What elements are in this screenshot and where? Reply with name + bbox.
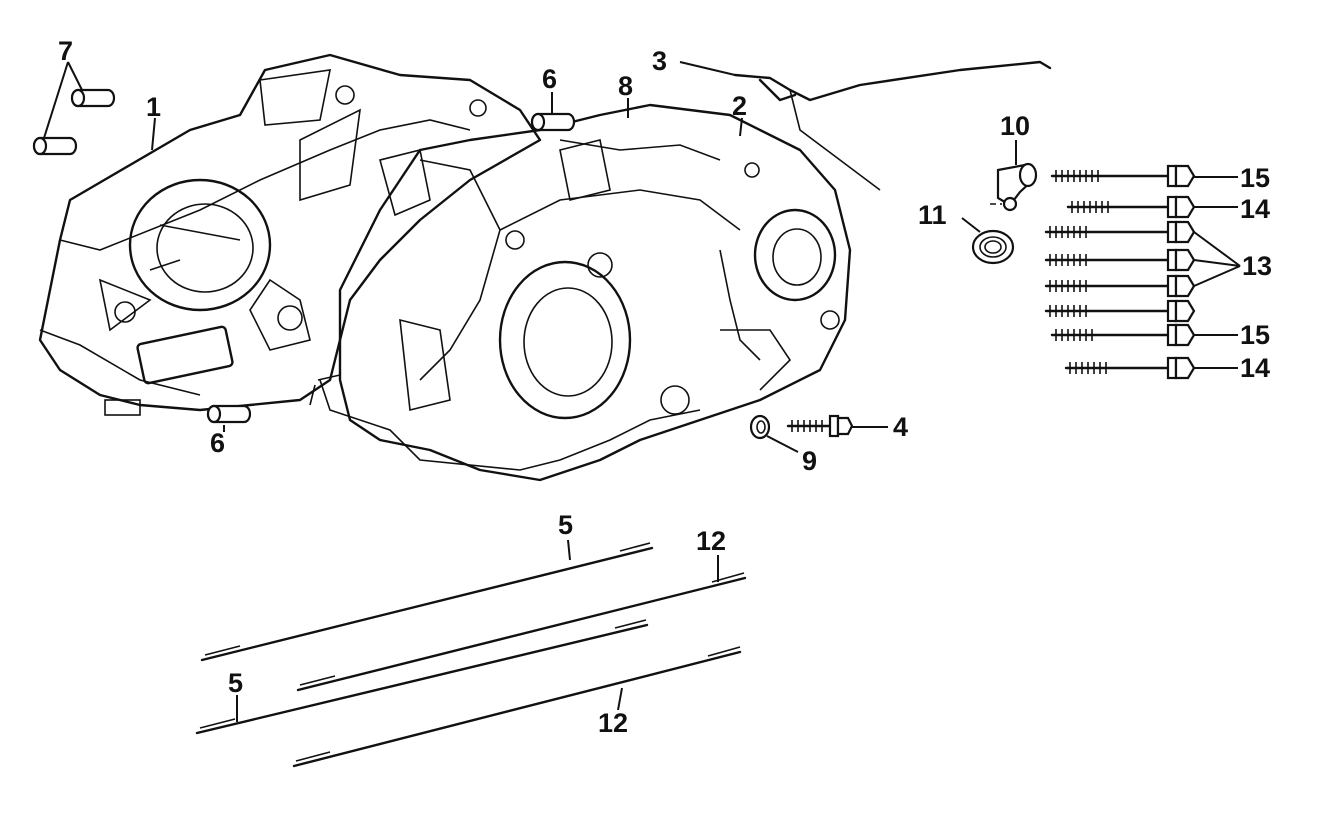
callout-8: 8 <box>618 71 633 101</box>
stud-12a <box>296 572 747 692</box>
dowel-pin-6a <box>530 112 576 132</box>
drain-bolt-4 <box>786 414 854 438</box>
dowel-pin-6b <box>206 404 252 424</box>
leader-lines <box>43 61 1241 722</box>
callout-13: 13 <box>1242 251 1272 281</box>
callout-1: 1 <box>146 92 161 122</box>
stud-bolts <box>195 542 747 768</box>
bolt-13c <box>1044 274 1196 298</box>
breather-tube <box>733 60 1052 191</box>
bolt-13a <box>1044 220 1196 244</box>
callout-12-top: 12 <box>696 526 726 556</box>
crankcase-left-half <box>38 53 542 416</box>
bolt-14a <box>1066 195 1196 219</box>
callout-2: 2 <box>732 91 747 121</box>
stud-5a <box>200 542 654 662</box>
crankcase-gasket <box>309 249 761 471</box>
callout-6-bottom: 6 <box>210 428 225 458</box>
dowel-pins <box>32 88 576 424</box>
callout-15-bottom: 15 <box>1240 320 1270 350</box>
callout-5-top: 5 <box>558 510 573 540</box>
callout-4: 4 <box>893 412 908 442</box>
callout-14-bottom: 14 <box>1240 353 1270 383</box>
dowel-pin-7a <box>70 88 116 108</box>
bolt-15b <box>1050 323 1196 347</box>
clamp-10 <box>996 162 1038 212</box>
washer-9 <box>749 414 771 440</box>
oil-seal-11 <box>971 229 1015 265</box>
callout-12-bottom: 12 <box>598 708 628 738</box>
callout-labels: 7 1 6 8 3 2 6 4 9 10 11 15 14 13 15 14 5… <box>58 36 1272 738</box>
callout-11: 11 <box>918 200 947 230</box>
callout-6-top: 6 <box>542 64 557 94</box>
stud-5b <box>195 619 649 735</box>
bolt-14b <box>1064 356 1196 380</box>
bolt-column <box>1044 164 1196 380</box>
callout-7: 7 <box>58 36 73 66</box>
bolt-13d <box>1044 299 1196 323</box>
bolt-15a <box>1050 164 1196 188</box>
stud-12b <box>292 646 742 768</box>
callout-5-bottom: 5 <box>228 668 243 698</box>
bolt-13b <box>1044 248 1196 272</box>
crankcase-right-half <box>338 103 852 482</box>
dowel-pin-7b <box>32 136 78 156</box>
callout-9: 9 <box>802 446 817 476</box>
callout-15-top: 15 <box>1240 163 1270 193</box>
callout-14-top: 14 <box>1240 194 1270 224</box>
callout-3: 3 <box>652 46 667 76</box>
callout-10: 10 <box>1000 111 1030 141</box>
